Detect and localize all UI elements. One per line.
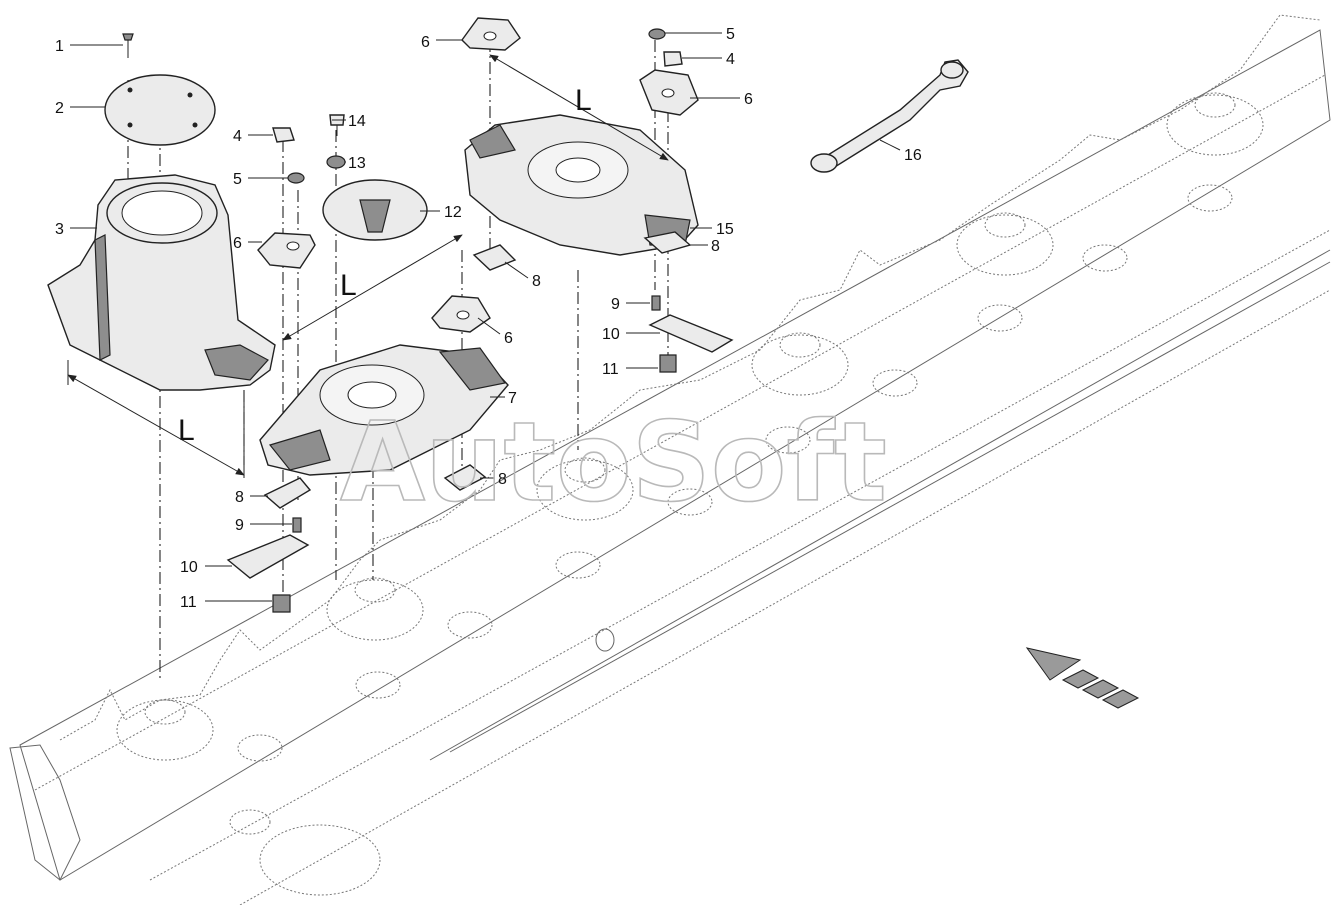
callout-16: 16 bbox=[904, 147, 922, 164]
screw-part-1 bbox=[122, 33, 134, 58]
callout-4: 4 bbox=[233, 128, 242, 145]
clip-part-8-a bbox=[263, 477, 312, 509]
nut-part-11-left bbox=[272, 594, 291, 613]
callout-9: 9 bbox=[235, 517, 244, 534]
bracket-part-6-right bbox=[639, 69, 699, 116]
callout-3: 3 bbox=[55, 221, 64, 238]
disc-part-7 bbox=[259, 344, 509, 476]
callout-9: 9 bbox=[611, 296, 620, 313]
nut-part-11-right bbox=[659, 354, 677, 373]
callout-labels: 1 2 3 4 5 6 14 13 12 6 5 4 6 16 15 8 8 9… bbox=[55, 26, 922, 611]
callout-14: 14 bbox=[348, 113, 366, 130]
cover-plate-part-2 bbox=[104, 74, 216, 146]
dimension-l-left: L bbox=[67, 360, 245, 478]
callout-8: 8 bbox=[711, 238, 720, 255]
clip-part-8-c bbox=[443, 464, 487, 491]
callout-6: 6 bbox=[233, 235, 242, 252]
callout-6: 6 bbox=[744, 91, 753, 108]
washer-part-13 bbox=[326, 155, 346, 169]
callout-10: 10 bbox=[180, 559, 198, 576]
callout-5: 5 bbox=[233, 171, 242, 188]
callout-7: 7 bbox=[508, 390, 517, 407]
cutter-bar-assembly bbox=[9, 14, 1331, 905]
cap-part-12 bbox=[322, 179, 428, 241]
nut-part-4-right bbox=[663, 51, 683, 67]
bolt-part-9-right bbox=[651, 295, 661, 311]
callout-8: 8 bbox=[235, 489, 244, 506]
callout-11: 11 bbox=[180, 594, 197, 611]
callout-2: 2 bbox=[55, 100, 64, 117]
bracket-part-6-mid bbox=[431, 295, 491, 333]
dimension-label: L bbox=[178, 414, 195, 447]
dimension-l-right: L bbox=[489, 54, 669, 161]
callout-8: 8 bbox=[532, 273, 541, 290]
dimension-l-middle: L bbox=[282, 234, 463, 341]
callout-5: 5 bbox=[726, 26, 735, 43]
watermark-text: AutoSoft bbox=[340, 398, 887, 526]
callout-12: 12 bbox=[444, 204, 462, 221]
dimension-label: L bbox=[340, 269, 357, 302]
bolt-part-9-left bbox=[292, 517, 302, 533]
blade-part-10-left bbox=[226, 534, 310, 579]
nut-part-4-left bbox=[272, 127, 295, 143]
washer-part-5-left bbox=[287, 172, 305, 184]
callout-6: 6 bbox=[421, 34, 430, 51]
callout-15: 15 bbox=[716, 221, 734, 238]
callout-6: 6 bbox=[504, 330, 513, 347]
callout-13: 13 bbox=[348, 155, 366, 172]
wrench-part-16 bbox=[810, 59, 969, 173]
callout-4: 4 bbox=[726, 51, 735, 68]
clip-part-8-b bbox=[472, 244, 517, 271]
dimension-label: L bbox=[575, 84, 592, 117]
callout-1: 1 bbox=[55, 38, 64, 55]
bolt-part-14 bbox=[329, 114, 345, 136]
drum-hood-part-3 bbox=[47, 174, 276, 391]
bracket-part-6-top bbox=[461, 17, 521, 51]
callout-11: 11 bbox=[602, 361, 619, 378]
travel-direction-arrow-icon bbox=[1025, 647, 1140, 709]
bracket-part-6-left bbox=[257, 232, 316, 269]
callout-8: 8 bbox=[498, 471, 507, 488]
washer-part-5-right bbox=[648, 28, 666, 40]
leader-lines bbox=[70, 32, 901, 602]
callout-10: 10 bbox=[602, 326, 620, 343]
blade-part-10-right bbox=[648, 314, 734, 353]
